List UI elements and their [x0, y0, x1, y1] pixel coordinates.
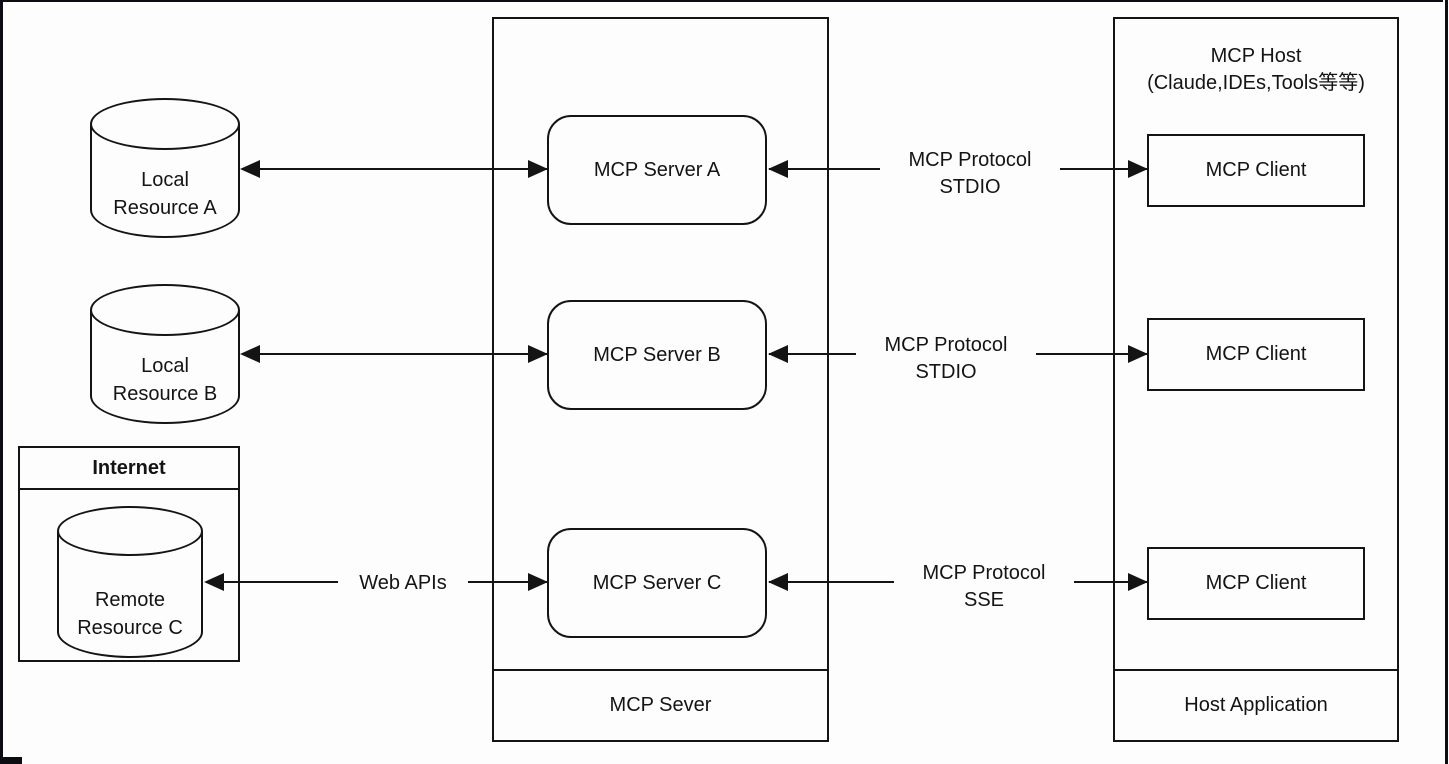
arrow-server-b-to-client-2-right-seg [1020, 353, 1147, 355]
mcp-client-node-3: MCP Client [1147, 547, 1365, 620]
internet-box: Internet Remote Resource C [18, 446, 240, 662]
remote-resource-c-cylinder: Remote Resource C [57, 506, 203, 658]
protocol-label-line2: STDIO [915, 361, 977, 383]
mcp-server-container-label: MCP Sever [609, 694, 712, 716]
frame-edge-bottom [0, 757, 22, 764]
host-application-label: Host Application [1184, 694, 1328, 716]
arrowhead-into-server-a-right [768, 160, 788, 178]
arrow-server-c-to-client-3-left-seg [769, 581, 895, 583]
arrow-server-c-to-client-3-right-seg [1072, 581, 1147, 583]
remote-resource-c-line1: Remote [94, 589, 166, 611]
mcp-protocol-sse-label-row-c: MCP Protocol SSE [894, 560, 1074, 614]
arrowhead-into-client-1 [1128, 160, 1148, 178]
mcp-client-label-3: MCP Client [1205, 572, 1307, 594]
cylinder-top-ellipse [90, 284, 240, 336]
mcp-protocol-stdio-label-row-b: MCP Protocol STDIO [856, 332, 1036, 386]
arrowhead-into-local-resource-b [240, 345, 260, 363]
protocol-label-line2: STDIO [939, 176, 1001, 198]
arrowhead-into-server-c-left [528, 573, 548, 591]
protocol-label-line1: MCP Protocol [908, 149, 1032, 171]
arrow-server-b-to-client-2-left-seg [769, 353, 872, 355]
arrowhead-into-client-2 [1128, 345, 1148, 363]
mcp-client-node-1: MCP Client [1147, 134, 1365, 207]
web-apis-text: Web APIs [359, 572, 447, 594]
mcp-protocol-stdio-label-row-a: MCP Protocol STDIO [880, 147, 1060, 201]
arrow-remote-c-to-server-c-right-seg [455, 581, 547, 583]
mcp-client-label-1: MCP Client [1205, 159, 1307, 181]
remote-resource-c-line2: Resource C [77, 617, 183, 639]
cylinder-top-ellipse [57, 506, 203, 556]
cylinder-top-ellipse [90, 98, 240, 150]
mcp-host-title: MCP Host (Claude,IDEs,Tools等等) [1115, 19, 1397, 97]
frame-edge-left [0, 0, 3, 764]
mcp-server-a-label: MCP Server A [593, 158, 721, 181]
host-application-footer: Host Application [1115, 669, 1397, 740]
arrowhead-into-server-a-left [528, 160, 548, 178]
arrowhead-into-client-3 [1128, 573, 1148, 591]
arrow-local-a-to-server-a [242, 168, 547, 170]
protocol-label-line2: SSE [963, 589, 1005, 611]
arrow-server-a-to-client-1-right-seg [1052, 168, 1147, 170]
frame-edge-right [1445, 0, 1448, 764]
arrow-server-a-to-client-1-left-seg [769, 168, 893, 170]
mcp-host-title-line2: (Claude,IDEs,Tools等等) [1147, 72, 1365, 94]
protocol-label-line1: MCP Protocol [884, 334, 1008, 356]
internet-label: Internet [92, 456, 166, 479]
mcp-server-c-node: MCP Server C [547, 528, 767, 638]
local-resource-b-label: Local Resource B [90, 352, 240, 408]
arrowhead-into-remote-resource-c [204, 573, 224, 591]
local-resource-b-cylinder: Local Resource B [90, 284, 240, 424]
local-resource-a-cylinder: Local Resource A [90, 98, 240, 238]
mcp-server-c-label: MCP Server C [592, 571, 722, 594]
local-resource-a-label: Local Resource A [90, 166, 240, 222]
protocol-label-line1: MCP Protocol [922, 562, 1046, 584]
mcp-server-b-node: MCP Server B [547, 300, 767, 410]
remote-resource-c-label: Remote Resource C [57, 586, 203, 642]
arrow-remote-c-to-server-c-left-seg [206, 581, 348, 583]
web-apis-label: Web APIs [338, 571, 468, 595]
local-resource-a-line1: Local [141, 169, 189, 191]
arrowhead-into-server-b-left [528, 345, 548, 363]
mcp-client-node-2: MCP Client [1147, 318, 1365, 391]
mcp-server-a-node: MCP Server A [547, 115, 767, 225]
mcp-host-title-line1: MCP Host [1210, 45, 1302, 67]
local-resource-b-line2: Resource B [112, 383, 218, 405]
arrowhead-into-server-b-right [768, 345, 788, 363]
mcp-server-b-label: MCP Server B [593, 343, 721, 366]
arrow-local-b-to-server-b [242, 353, 547, 355]
local-resource-a-line2: Resource A [113, 197, 217, 219]
arrowhead-into-local-resource-a [240, 160, 260, 178]
frame-edge-top [0, 0, 1443, 2]
mcp-client-label-2: MCP Client [1205, 343, 1307, 365]
arrowhead-into-server-c-right [768, 573, 788, 591]
internet-title-bar: Internet [20, 448, 238, 490]
mcp-server-container-footer: MCP Sever [494, 669, 827, 740]
local-resource-b-line1: Local [141, 355, 189, 377]
